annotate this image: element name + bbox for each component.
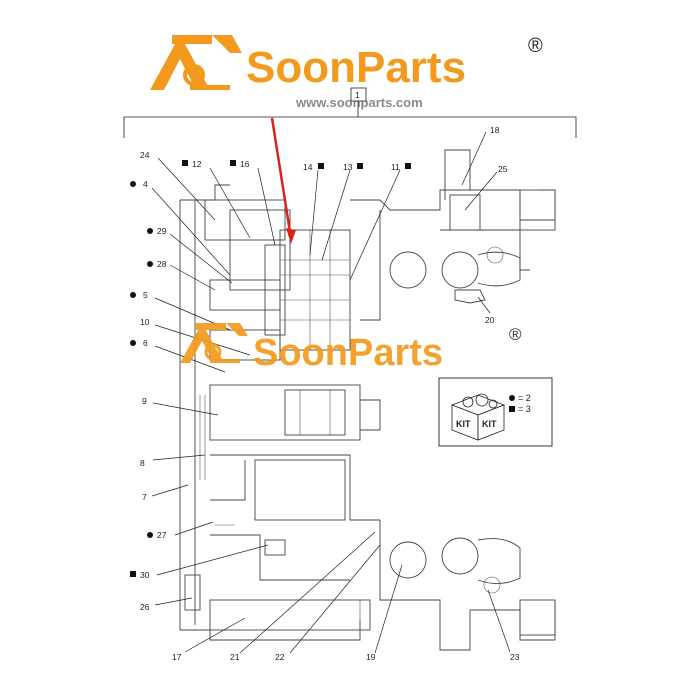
kit-legend-circle: = 2 [518,393,531,403]
callout-20: 20 [485,315,495,325]
circle-marker-icon [147,532,153,538]
callout-1: 1 [355,90,360,100]
callout-4: 4 [143,179,148,189]
circle-marker-icon [147,261,153,267]
logo-text: SoonParts [246,43,466,92]
kit-box-icon: KIT KIT [450,393,506,441]
watermark-emblem-icon [180,323,248,363]
kit-legend-square: = 3 [518,404,531,414]
callout-9: 9 [142,396,147,406]
callout-26: 26 [140,602,150,612]
callout-29: 29 [157,226,167,236]
motor-housing-drawing [179,149,556,651]
callout-17: 17 [172,652,182,662]
callout-7: 7 [142,492,147,502]
callout-14: 14 [303,162,313,172]
logo-emblem-icon [150,35,242,90]
callout-labels: 18 24 12 16 14 13 11 25 4 29 28 5 10 6 2… [130,125,520,662]
watermark-registered-mark: ® [509,325,522,344]
circle-marker-icon [147,228,153,234]
circle-marker-icon [509,395,515,401]
kit-label-left: KIT [456,419,471,429]
callout-19: 19 [366,652,376,662]
callout-10: 10 [140,317,150,327]
square-marker-icon [230,160,236,166]
circle-marker-icon [130,292,136,298]
callout-8: 8 [140,458,145,468]
circle-marker-icon [130,181,136,187]
callout-22: 22 [275,652,285,662]
watermark-text: SoonParts [253,332,443,374]
callout-21: 21 [230,652,240,662]
callout-6: 6 [143,338,148,348]
callout-16: 16 [240,159,250,169]
square-marker-icon [130,571,136,577]
circle-marker-icon [130,340,136,346]
callout-18: 18 [490,125,500,135]
callout-23: 23 [510,652,520,662]
callout-25: 25 [498,164,508,174]
callout-24: 24 [140,150,150,160]
highlight-arrow [270,117,296,244]
kit-legend: KIT KIT = 2 = 3 [438,377,553,447]
callout-5: 5 [143,290,148,300]
top-logo: SoonParts ® www.soonparts.com [150,35,543,110]
logo-url: www.soonparts.com [295,95,423,110]
callout-11: 11 [391,162,400,172]
callout-30: 30 [140,570,150,580]
callout-28: 28 [157,259,167,269]
watermark-logo: SoonParts ® [180,323,522,374]
callout-13: 13 [343,162,353,172]
callout-12: 12 [192,159,202,169]
square-marker-icon [405,163,411,169]
callout-27: 27 [157,530,167,540]
square-marker-icon [357,163,363,169]
square-marker-icon [318,163,324,169]
leader-lines [151,131,511,654]
logo-registered-mark: ® [528,35,543,57]
kit-label-right: KIT [482,419,497,429]
assembly-bracket: 1 [123,87,577,138]
square-marker-icon [509,406,515,412]
square-marker-icon [182,160,188,166]
